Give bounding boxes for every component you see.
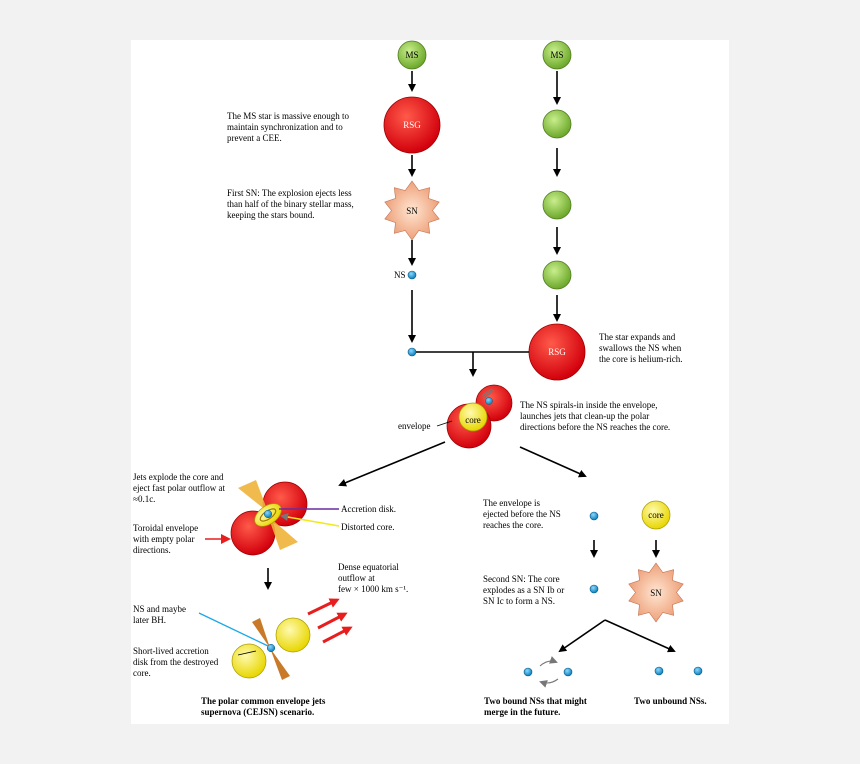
common-envelope [446,384,513,449]
ns-bh-pointer [198,612,269,647]
rsg-star-left [383,96,441,154]
ns-label: NS [394,270,406,280]
core-right [641,500,671,530]
envelope-label: envelope [398,421,431,431]
ms-star-right [542,40,572,70]
arrow-to-bound [558,619,606,653]
unbound-ns-pair [654,666,703,676]
supernova-right [628,562,684,623]
neutron-star-ejected [589,511,599,521]
sn-left-label: SN [406,206,418,216]
rsg-left-label: RSG [403,120,421,130]
neutron-star-left [407,270,417,280]
ms-left-label: MS [405,50,418,60]
outflow-arrows [307,598,353,644]
core-right-label: core [648,510,664,520]
envelope-pointer [436,420,453,427]
arrow-branch-right [519,446,587,478]
diagram-panel [131,40,729,724]
green-star-right-4 [542,260,572,290]
ms-right-label: MS [550,50,563,60]
green-star-right-2 [542,109,572,139]
arrow-branch-left [338,441,446,487]
short-lived-pointer [237,650,257,656]
note-spirals: The NS spirals-in inside the envelope,la… [520,400,671,432]
sn-right-label: SN [650,588,662,598]
bound-ns-pair [523,656,573,688]
ms-star-left [397,40,427,70]
distorted-core-pointer [280,513,340,527]
note-distorted-core: Distorted core. [341,522,395,532]
rsg-right-label: RSG [548,347,566,357]
green-star-right-3 [542,190,572,220]
neutron-star-second [589,584,599,594]
cejsn-remnant [231,617,311,680]
arrow-to-unbound [604,619,676,653]
core-merge-label: core [465,415,481,425]
note-accretion-disk: Accretion disk. [341,504,396,514]
neutron-star-binary [407,347,417,357]
cejsn-explosion [230,480,308,556]
caption-two-unbound: Two unbound NSs. [634,696,707,706]
